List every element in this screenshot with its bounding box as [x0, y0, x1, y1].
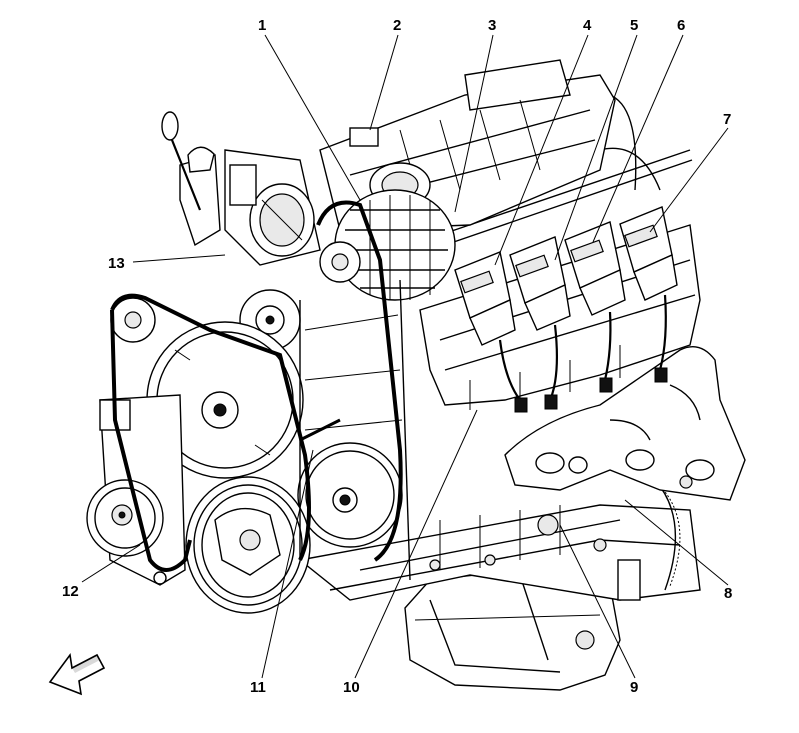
callout-6: 6	[677, 17, 685, 34]
oil-pan	[404, 569, 621, 691]
callout-9: 9	[630, 679, 638, 696]
tensioner-pulley	[110, 297, 156, 343]
drive-belt	[110, 200, 403, 572]
leader-line-13	[132, 254, 226, 263]
callout-11: 11	[250, 679, 266, 696]
leader-line-2	[369, 34, 399, 131]
leader-line-5	[554, 34, 638, 261]
callout-5: 5	[630, 17, 638, 34]
leader-line-1	[264, 34, 361, 201]
callout-10: 10	[343, 679, 360, 696]
callout-labels: 1 2 3 4 5 6 7 8 9 10 11 12 13	[62, 17, 732, 696]
leader-line-3	[454, 34, 494, 213]
leader-line-7	[649, 127, 729, 233]
callout-3: 3	[488, 17, 496, 34]
leader-line-10	[354, 409, 478, 679]
callout-13: 13	[108, 255, 125, 272]
exhaust-manifold	[504, 346, 746, 501]
callout-12: 12	[62, 583, 79, 600]
ignition-coil-4	[619, 206, 678, 301]
callout-7: 7	[723, 111, 731, 128]
leader-line-12	[81, 544, 141, 583]
leader-line-11	[261, 449, 314, 679]
leader-line-4	[494, 34, 589, 266]
front-cover	[299, 279, 411, 581]
throttle-body	[224, 149, 321, 266]
leader-line-6	[592, 34, 684, 243]
callout-2: 2	[393, 17, 401, 34]
callout-4: 4	[583, 17, 592, 34]
oil-fill-tube	[161, 111, 221, 247]
ignition-coil-1	[454, 251, 516, 346]
ac-compressor	[86, 394, 186, 586]
spark-plug-wires	[498, 294, 668, 413]
callout-1: 1	[258, 17, 266, 34]
arrow-icon	[48, 652, 106, 696]
fuel-rail	[439, 95, 693, 246]
ignition-coil-2	[509, 236, 571, 331]
leader-lines	[81, 34, 729, 679]
leader-line-9	[559, 524, 636, 679]
crankshaft-balancer	[185, 476, 311, 614]
leader-line-8	[624, 499, 729, 586]
power-steering-pulley	[297, 442, 403, 548]
engine-block	[298, 504, 701, 601]
ignition-coil-3	[564, 221, 626, 316]
callout-8: 8	[724, 585, 732, 602]
